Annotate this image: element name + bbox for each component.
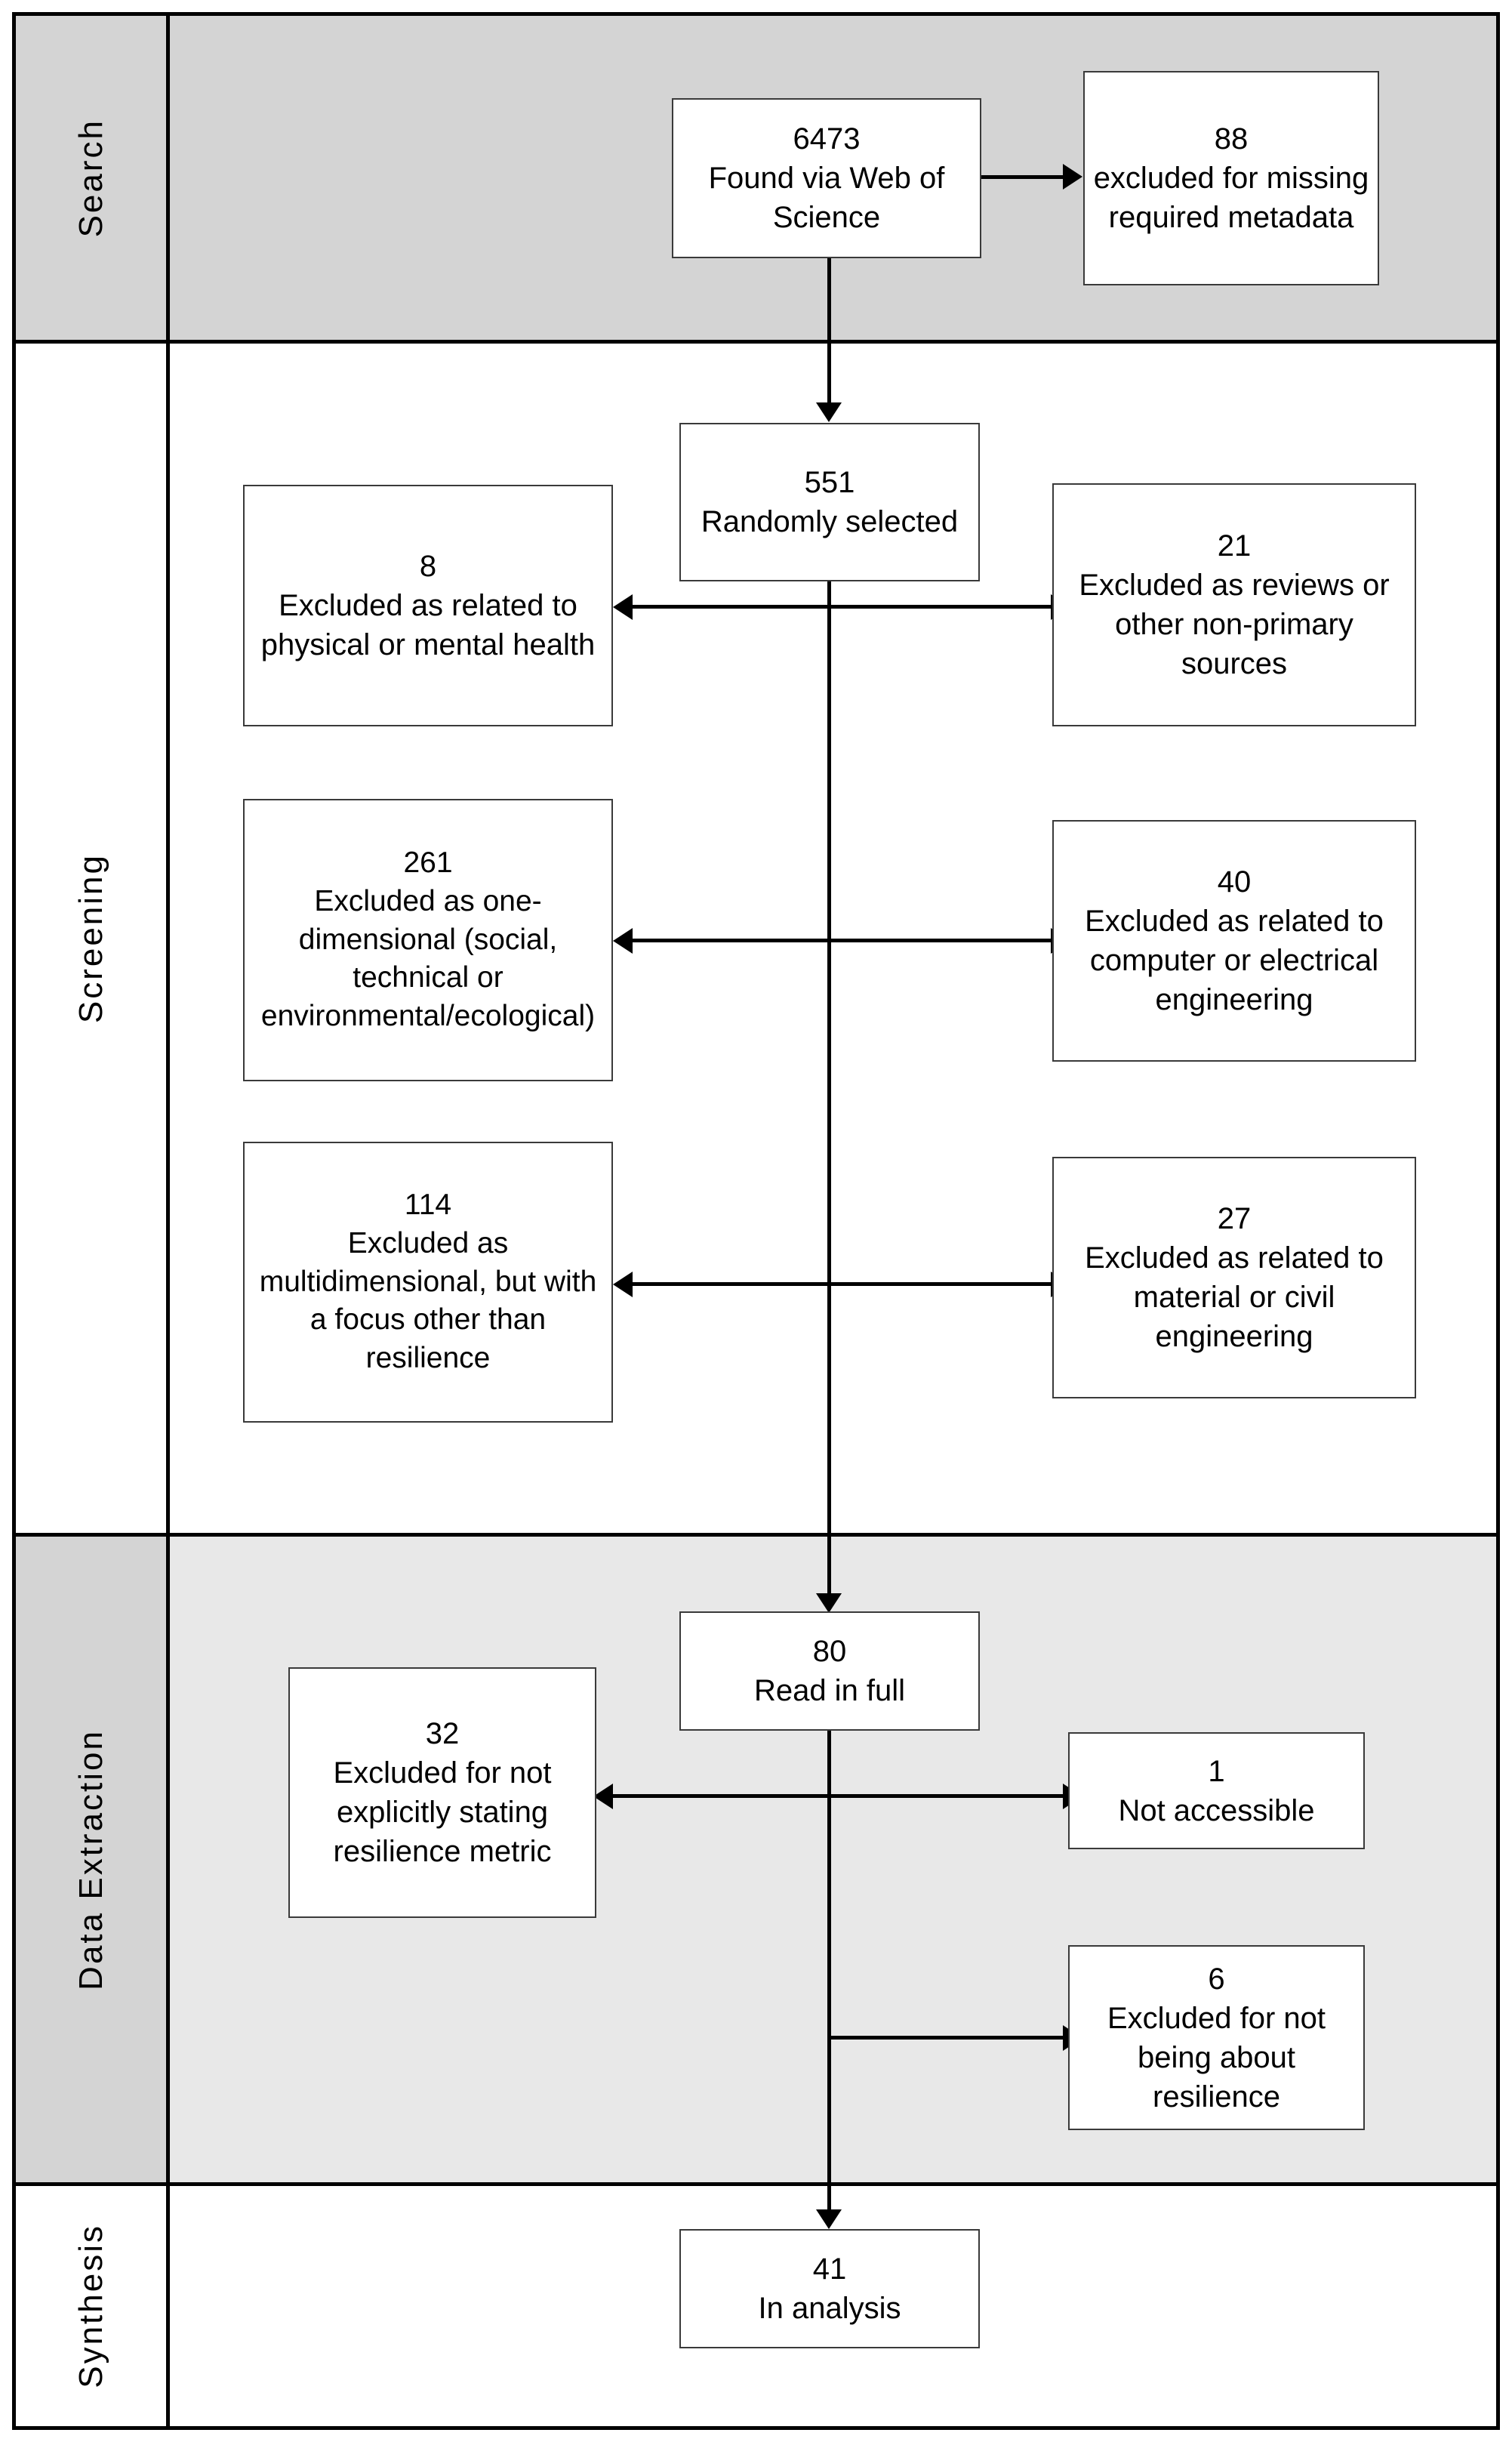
arrowhead-excl-onedim — [613, 928, 633, 954]
node-excl-matcivil-count: 27 — [1217, 1202, 1252, 1235]
node-excl-multidim-text: Excluded as multidimensional, but with a… — [259, 1226, 597, 1375]
node-excl-nometric-text: Excluded for not explicitly stating resi… — [333, 1756, 552, 1868]
node-randomly-selected-text: Randomly selected — [701, 505, 959, 538]
node-excluded-computer-electrical[interactable]: 40 Excluded as related to computer or el… — [1052, 820, 1416, 1062]
connector-row-health-reviews — [631, 605, 1052, 609]
screening-main-spine — [827, 580, 831, 1596]
label-column-divider-dataextraction — [166, 1537, 170, 2182]
arrowhead-in-analysis — [816, 2209, 842, 2229]
node-found-text: Found via Web of Science — [708, 162, 945, 234]
arrowhead-excl-multidim — [613, 1272, 633, 1297]
node-excluded-missing-metadata[interactable]: 88 excluded for missing required metadat… — [1083, 71, 1379, 285]
node-read-in-full[interactable]: 80 Read in full — [679, 1611, 980, 1731]
node-read-full-count: 80 — [812, 1635, 847, 1668]
node-excl-reviews-count: 21 — [1217, 529, 1252, 563]
node-read-full-text: Read in full — [753, 1674, 906, 1707]
node-missing-metadata-text: excluded for missing required metadata — [1093, 162, 1369, 234]
node-randomly-selected-count: 551 — [804, 466, 855, 499]
node-excluded-no-resilience-metric[interactable]: 32 Excluded for not explicitly stating r… — [288, 1667, 596, 1918]
node-excluded-reviews-nonprimary[interactable]: 21 Excluded as reviews or other non-prim… — [1052, 483, 1416, 726]
label-column-divider-search — [166, 16, 170, 340]
node-not-accessible-count: 1 — [1208, 1754, 1225, 1788]
node-excl-health-text: Excluded as related to physical or menta… — [260, 589, 596, 661]
node-excl-onedim-text: Excluded as one-dimensional (social, tec… — [260, 884, 596, 1033]
arrowhead-randomly-selected — [816, 402, 842, 422]
node-excl-notresilience-text: Excluded for not being about resilience — [1107, 2001, 1326, 2114]
node-excl-compelec-count: 40 — [1217, 865, 1252, 899]
label-column-divider-synthesis — [166, 2186, 170, 2426]
data-extraction-main-spine — [827, 1697, 831, 2211]
node-excl-notresilience-count: 6 — [1208, 1962, 1225, 1996]
connector-row-onedim-compelec — [631, 939, 1052, 942]
connector-row-multidim-matcivil — [631, 1282, 1052, 1286]
node-excl-matcivil-text: Excluded as related to material or civil… — [1085, 1241, 1384, 1353]
node-excl-nometric-count: 32 — [425, 1717, 460, 1750]
node-found-via-web-of-science[interactable]: 6473 Found via Web of Science — [672, 98, 981, 258]
node-found-count: 6473 — [793, 122, 861, 156]
node-excluded-multidimensional[interactable]: 114 Excluded as multidimensional, but wi… — [243, 1142, 613, 1423]
separator-screening-dataextraction — [16, 1533, 1496, 1537]
connector-row-nometric-notaccessible — [611, 1794, 1064, 1798]
node-not-accessible-text: Not accessible — [1118, 1793, 1315, 1827]
label-column-divider-screening — [166, 344, 170, 1533]
node-not-accessible[interactable]: 1 Not accessible — [1068, 1732, 1365, 1849]
data-extraction-label-background — [16, 1537, 166, 2182]
node-missing-metadata-count: 88 — [1214, 122, 1249, 156]
node-excl-reviews-text: Excluded as reviews or other non-primary… — [1079, 569, 1390, 680]
node-excluded-not-about-resilience[interactable]: 6 Excluded for not being about resilienc… — [1068, 1945, 1365, 2130]
node-in-analysis[interactable]: 41 In analysis — [679, 2229, 980, 2348]
connector-found-to-missing-metadata — [981, 175, 1064, 179]
node-excl-health-count: 8 — [419, 550, 437, 583]
diagram-outer-frame — [12, 12, 1500, 2430]
node-excluded-one-dimensional[interactable]: 261 Excluded as one-dimensional (social,… — [243, 799, 613, 1081]
separator-search-screening — [16, 340, 1496, 344]
node-excl-multidim-count: 114 — [404, 1189, 452, 1222]
node-excl-compelec-text: Excluded as related to computer or elect… — [1085, 905, 1384, 1016]
node-excluded-physical-mental-health[interactable]: 8 Excluded as related to physical or men… — [243, 485, 613, 726]
separator-dataextraction-synthesis — [16, 2182, 1496, 2186]
node-randomly-selected[interactable]: 551 Randomly selected — [679, 423, 980, 581]
arrowhead-missing-metadata — [1063, 164, 1082, 190]
connector-to-excl-notresilience — [827, 2036, 1064, 2040]
node-excl-onedim-count: 261 — [403, 846, 453, 880]
connector-found-to-randomly-selected — [827, 257, 831, 405]
node-in-analysis-text: In analysis — [758, 2292, 901, 2325]
arrowhead-excl-nometric — [593, 1784, 613, 1809]
node-in-analysis-count: 41 — [812, 2252, 847, 2286]
node-excluded-material-civil[interactable]: 27 Excluded as related to material or ci… — [1052, 1157, 1416, 1398]
arrowhead-excl-health — [613, 594, 633, 620]
arrowhead-read-in-full — [816, 1593, 842, 1613]
